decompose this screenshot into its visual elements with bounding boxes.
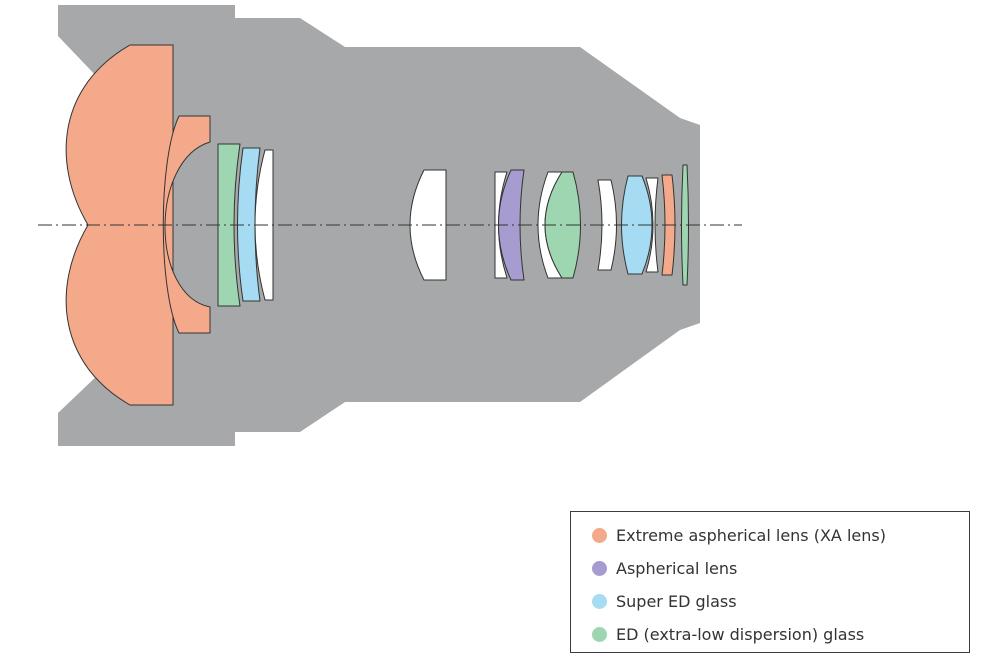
aspherical-lens-swatch	[592, 561, 607, 576]
lens-element-15	[681, 164, 689, 286]
legend-label-ed-glass: ED (extra-low dispersion) glass	[616, 625, 865, 644]
legend-label-super-ed-glass: Super ED glass	[616, 592, 737, 611]
legend-item-aspherical-lens: Aspherical lens	[592, 552, 969, 585]
ed-glass-swatch	[592, 627, 607, 642]
legend-label-xa-lens: Extreme aspherical lens (XA lens)	[616, 526, 886, 545]
legend-item-super-ed-glass: Super ED glass	[592, 585, 969, 618]
legend: Extreme aspherical lens (XA lens) Aspher…	[570, 511, 970, 653]
lens-element-2	[162, 115, 211, 334]
lens-element-13	[645, 177, 659, 273]
lens-element-3	[217, 143, 241, 307]
legend-item-ed-glass: ED (extra-low dispersion) glass	[592, 618, 969, 651]
legend-label-aspherical-lens: Aspherical lens	[616, 559, 738, 578]
lens-element-8	[498, 169, 525, 281]
legend-item-xa-lens: Extreme aspherical lens (XA lens)	[592, 519, 969, 552]
lens-element-11	[597, 179, 617, 271]
super-ed-glass-swatch	[592, 594, 607, 609]
lens-element-10	[544, 171, 581, 279]
lens-element-12	[621, 175, 653, 275]
xa-lens-swatch	[592, 528, 607, 543]
